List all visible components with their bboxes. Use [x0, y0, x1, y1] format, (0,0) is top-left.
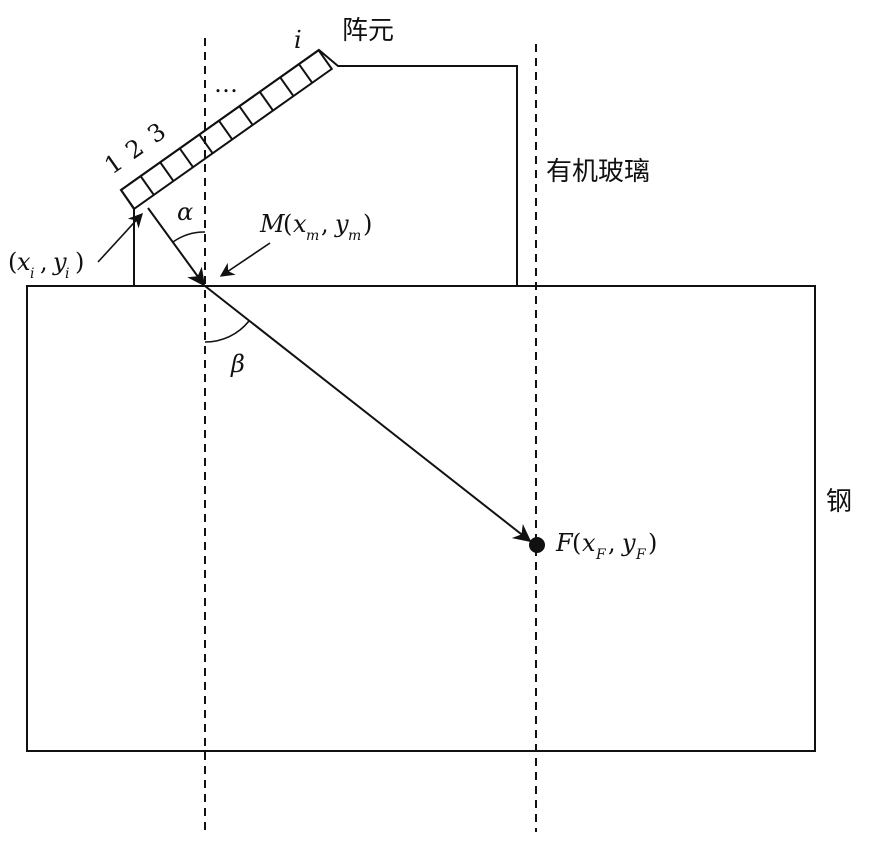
element-i-label: i [294, 26, 302, 54]
array-label: 阵元 [342, 16, 394, 46]
svg-text:y: y [52, 248, 67, 276]
alpha-label: α [177, 198, 193, 226]
svg-text:x: x [293, 210, 307, 238]
element-2-label: 2 [120, 133, 149, 165]
svg-text:x: x [17, 248, 31, 276]
refracted-ray [204, 285, 532, 543]
alpha-arc [172, 231, 206, 243]
point-i-label: ( x i , y i ) [8, 248, 84, 282]
incident-ray [147, 207, 206, 287]
svg-text:,: , [608, 529, 616, 557]
svg-text:,: , [321, 210, 329, 238]
svg-text:m: m [348, 228, 361, 244]
svg-text:): ) [648, 529, 657, 557]
steel-block [26, 285, 816, 752]
plexiglass-wedge [119, 48, 518, 286]
beta-arc [204, 320, 250, 343]
pointer-xi-yi [97, 212, 143, 263]
svg-text:,: , [40, 248, 48, 276]
svg-text:y: y [621, 529, 636, 557]
svg-text:F: F [635, 547, 647, 563]
svg-text:): ) [363, 210, 372, 238]
svg-text:y: y [334, 210, 349, 238]
svg-text:x: x [582, 529, 596, 557]
svg-text:i: i [65, 266, 69, 282]
steel-label: 钢 [826, 487, 852, 517]
ellipsis-label: … [214, 70, 238, 98]
point-f-label: F ( x F , y F ) [555, 529, 657, 563]
svg-text:(: ( [572, 529, 581, 557]
svg-text:M: M [259, 210, 286, 238]
point-m-label: M ( x m , y m ) [259, 210, 372, 244]
svg-text:m: m [306, 228, 319, 244]
svg-text:i: i [30, 266, 34, 282]
svg-text:(: ( [8, 248, 17, 276]
focus-point [529, 537, 545, 553]
pointer-m [219, 242, 271, 277]
svg-text:F: F [555, 529, 574, 557]
beta-label: β [230, 350, 245, 378]
array-transducer [119, 48, 334, 211]
svg-text:): ) [75, 248, 84, 276]
element-1-label: 1 [99, 148, 128, 180]
svg-text:F: F [595, 547, 607, 563]
element-3-label: 3 [142, 117, 171, 149]
svg-text:(: ( [283, 210, 292, 238]
plexiglass-label: 有机玻璃 [546, 157, 650, 187]
